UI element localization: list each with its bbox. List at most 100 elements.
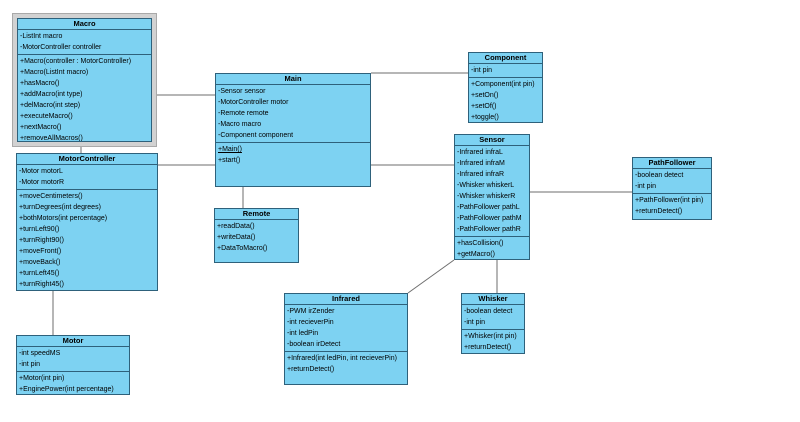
class-attribute: -PWM irZender bbox=[287, 308, 335, 315]
class-method: +addMacro(int type) bbox=[20, 91, 83, 98]
class-attributes-section: -ListInt macro -MotorController controlle… bbox=[18, 30, 151, 55]
class-method: +readData() bbox=[217, 223, 255, 230]
class-box-main[interactable]: Main-Sensor sensor-MotorController motor… bbox=[215, 73, 371, 187]
class-attribute: -Infrared infraR bbox=[457, 171, 505, 178]
class-method: +Motor(int pin) bbox=[19, 375, 65, 382]
class-title-macro: Macro bbox=[18, 19, 151, 30]
class-attribute: -Whisker whiskerR bbox=[457, 193, 516, 200]
class-methods-section: +moveCentimeters() +turnDegrees(int degre… bbox=[17, 190, 157, 290]
class-attribute: -Macro macro bbox=[218, 121, 262, 128]
class-method: +moveBack() bbox=[19, 259, 61, 266]
class-attribute: -int speedMS bbox=[19, 350, 61, 357]
class-title-remote: Remote bbox=[215, 209, 298, 220]
class-method: +executeMacro() bbox=[20, 113, 73, 120]
class-method: +toggle() bbox=[471, 114, 499, 121]
class-method: +turnDegrees(int degrees) bbox=[19, 204, 101, 211]
class-attributes-section: -boolean detect -int pin bbox=[633, 169, 711, 194]
class-attributes-section: -Sensor sensor-MotorController motor-Rem… bbox=[216, 85, 370, 143]
class-method: +hasCollision() bbox=[457, 240, 504, 247]
class-box-motor[interactable]: Motor -int speedMS -int pin +Motor(int pin)… bbox=[16, 335, 130, 395]
class-attribute: -MotorController controller bbox=[20, 44, 102, 51]
class-attribute: -Component component bbox=[218, 132, 294, 139]
class-box-whisker[interactable]: Whisker -boolean detect -int pin +Whisker(i… bbox=[461, 293, 525, 354]
class-title-component: Component bbox=[469, 53, 542, 64]
class-box-pathfollower[interactable]: PathFollower -boolean detect -int pin +Path… bbox=[632, 157, 712, 220]
class-method: +setOf() bbox=[471, 103, 497, 110]
class-method: +hasMacro() bbox=[20, 80, 60, 87]
class-title-pathfollower: PathFollower bbox=[633, 158, 711, 169]
class-attribute: -int pin bbox=[635, 183, 657, 190]
class-methods-section: +Whisker(int pin) +returnDetect() bbox=[462, 330, 524, 353]
class-attribute: -boolean detect bbox=[635, 172, 684, 179]
class-attribute: -PathFollower pathR bbox=[457, 226, 521, 233]
class-method: +returnDetect() bbox=[635, 208, 683, 215]
class-attributes-section: -int pin bbox=[469, 64, 542, 78]
class-methods-section: +Main() +start() bbox=[216, 143, 370, 186]
class-method: +getMacro() bbox=[457, 251, 495, 258]
class-method: +moveFront() bbox=[19, 248, 62, 255]
class-attribute: -Remote remote bbox=[218, 110, 269, 117]
class-attributes-section: -int speedMS -int pin bbox=[17, 347, 129, 372]
class-method: +start() bbox=[218, 157, 241, 164]
class-method: +Macro(controller : MotorController) bbox=[20, 58, 132, 65]
class-attribute: -MotorController motor bbox=[218, 99, 289, 106]
class-attribute: -PathFollower pathM bbox=[457, 215, 522, 222]
class-method: +DataToMacro() bbox=[217, 245, 268, 252]
class-method: +turnLeft90() bbox=[19, 226, 60, 233]
class-methods-section: +readData() +writeData() +DataToMacro() bbox=[215, 220, 298, 262]
class-attributes-section: -boolean detect -int pin bbox=[462, 305, 524, 330]
class-attribute: -Infrared infraM bbox=[457, 160, 505, 167]
class-methods-section: +Component(int pin)+setOn()+setOf()+togg… bbox=[469, 78, 542, 122]
class-attribute: -Whisker whiskerL bbox=[457, 182, 515, 189]
class-attribute: -Infrared infraL bbox=[457, 149, 503, 156]
class-method: +PathFollower(int pin) bbox=[635, 197, 704, 204]
class-title-motor: Motor bbox=[17, 336, 129, 347]
class-box-motorcontroller[interactable]: MotorController-Motor motorL-Motor motor… bbox=[16, 153, 158, 291]
class-method: +moveCentimeters() bbox=[19, 193, 83, 200]
class-method: +turnRight90() bbox=[19, 237, 64, 244]
class-method: +nextMacro() bbox=[20, 124, 62, 131]
class-method: +turnRight45() bbox=[19, 281, 64, 288]
class-method: +Infrared(int ledPin, int recieverPin) bbox=[287, 355, 397, 362]
class-box-remote[interactable]: Remote +readData() +writeData() +DataToMacr… bbox=[214, 208, 299, 263]
class-method: +removeAllMacros() bbox=[20, 135, 83, 142]
class-title-motorcontroller: MotorController bbox=[17, 154, 157, 165]
class-methods-section: +PathFollower(int pin) +returnDetect() bbox=[633, 194, 711, 219]
class-method: +turnLeft45() bbox=[19, 270, 60, 277]
class-attribute: -int pin bbox=[464, 319, 486, 326]
class-methods-section: +Infrared(int ledPin, int recieverPin) +r… bbox=[285, 352, 407, 384]
class-method: +Main() bbox=[218, 146, 242, 153]
class-method: +bothMotors(int percentage) bbox=[19, 215, 108, 222]
class-attributes-section: -Infrared infraL -Infrared infraM -Infrare… bbox=[455, 146, 529, 237]
class-method: +EnginePower(int percentage) bbox=[19, 386, 114, 393]
class-methods-section: +Macro(controller : MotorController)+Mac… bbox=[18, 55, 151, 142]
class-attribute: -ListInt macro bbox=[20, 33, 63, 40]
class-method: +delMacro(int step) bbox=[20, 102, 81, 109]
class-method: +returnDetect() bbox=[287, 366, 335, 373]
connector-sensor-to-infrared[interactable] bbox=[407, 259, 455, 294]
class-attribute: -boolean irDetect bbox=[287, 341, 341, 348]
class-title-whisker: Whisker bbox=[462, 294, 524, 305]
class-method: +Whisker(int pin) bbox=[464, 333, 517, 340]
class-methods-section: +hasCollision() +getMacro() bbox=[455, 237, 529, 259]
class-box-component[interactable]: Component-int pin+Component(int pin)+set… bbox=[468, 52, 543, 123]
class-attributes-section: -Motor motorL-Motor motorR bbox=[17, 165, 157, 190]
class-attribute: -int pin bbox=[471, 67, 493, 74]
class-box-infrared[interactable]: Infrared -PWM irZender -int recieverPin -in… bbox=[284, 293, 408, 385]
class-attributes-section: -PWM irZender -int recieverPin -int ledPin… bbox=[285, 305, 407, 352]
class-method: +writeData() bbox=[217, 234, 256, 241]
class-attribute: -int ledPin bbox=[287, 330, 319, 337]
class-attribute: -Motor motorL bbox=[19, 168, 63, 175]
class-attribute: -int recieverPin bbox=[287, 319, 334, 326]
class-box-macro[interactable]: Macro -ListInt macro -MotorController cont… bbox=[17, 18, 152, 142]
class-title-infrared: Infrared bbox=[285, 294, 407, 305]
class-attribute: -int pin bbox=[19, 361, 41, 368]
class-title-sensor: Sensor bbox=[455, 135, 529, 146]
class-methods-section: +Motor(int pin) +EnginePower(int percenta… bbox=[17, 372, 129, 394]
class-method: +Component(int pin) bbox=[471, 81, 535, 88]
class-title-main: Main bbox=[216, 74, 370, 85]
class-method: +returnDetect() bbox=[464, 344, 512, 351]
class-box-sensor[interactable]: Sensor-Infrared infraL-Infrared infraM-I… bbox=[454, 134, 530, 260]
class-attribute: -boolean detect bbox=[464, 308, 513, 315]
